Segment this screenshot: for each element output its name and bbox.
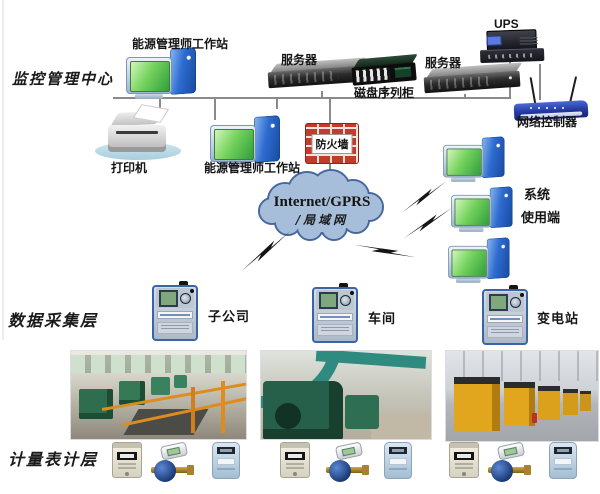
layer-label-management-center: 监控管理中心	[12, 70, 115, 88]
electric-meter-icon	[112, 442, 142, 478]
ups-label: UPS	[494, 17, 519, 31]
pc-tower-icon	[170, 47, 196, 95]
workstation-bottom-label: 能源管理师工作站	[203, 161, 300, 175]
server-right-label: 服务器	[425, 56, 462, 70]
network-bus	[113, 60, 541, 189]
gas-meter-icon	[549, 442, 577, 479]
firewall-label: 防火墙	[311, 133, 353, 154]
gas-meter-icon	[384, 442, 412, 479]
cloud-shape	[258, 169, 384, 241]
client-computer-3	[448, 237, 511, 283]
electric-meter-icon	[280, 442, 310, 478]
pc-monitor-icon	[126, 57, 172, 94]
page-edge-line	[2, 0, 4, 340]
lightning-bolt	[353, 244, 417, 258]
photo-compressor-hall	[445, 350, 599, 442]
printer-label: 打印机	[111, 161, 148, 175]
data-collector-subsidiary	[152, 281, 200, 343]
site-label-subsidiary: 子公司	[208, 309, 251, 324]
site-label-substation: 变电站	[537, 311, 580, 326]
disk-array-label: 磁盘序列柜	[353, 86, 414, 100]
network-controller-icon	[513, 76, 592, 121]
gas-meter-icon	[212, 442, 240, 479]
layer-label-data-collection: 数据采集层	[8, 311, 99, 330]
lightning-bolt	[403, 207, 453, 239]
firewall-icon: 防火墙	[306, 124, 358, 163]
antenna-icon	[529, 77, 537, 105]
electric-meter-icon	[449, 442, 479, 478]
printer-icon	[95, 104, 181, 160]
ups-icon	[479, 29, 545, 71]
network-controller-label: 网络控制器	[517, 115, 578, 129]
data-collector-substation	[482, 285, 530, 347]
pc-tower-icon	[254, 115, 280, 163]
site-label-workshop: 车间	[368, 311, 397, 326]
water-meter-icon	[325, 441, 369, 482]
photo-pump-room	[70, 350, 247, 440]
cloud-label-line1: Internet/GPRS	[273, 194, 371, 210]
system-clients-label-line1: 系统	[524, 187, 551, 202]
lightning-bolts	[241, 181, 453, 272]
workstation-top-label: 能源管理师工作站	[131, 37, 228, 51]
system-clients-label-line2: 使用端	[521, 210, 561, 225]
client-computer-1	[443, 136, 506, 182]
data-collector-workshop	[312, 283, 360, 345]
workstation-computer-top	[126, 47, 198, 99]
layer-label-metering: 计量表计层	[8, 450, 99, 469]
photo-turbine-room	[260, 350, 432, 440]
water-meter-icon	[487, 441, 531, 482]
cloud-label-line2: /局域网	[295, 213, 349, 227]
client-computer-2	[451, 186, 514, 232]
lightning-bolt	[401, 181, 447, 213]
pc-monitor-icon	[210, 125, 256, 162]
workstation-computer-bottom	[210, 115, 282, 167]
server-left-label: 服务器	[281, 53, 318, 67]
lightning-bolt	[241, 230, 291, 272]
water-meter-icon	[150, 441, 194, 482]
